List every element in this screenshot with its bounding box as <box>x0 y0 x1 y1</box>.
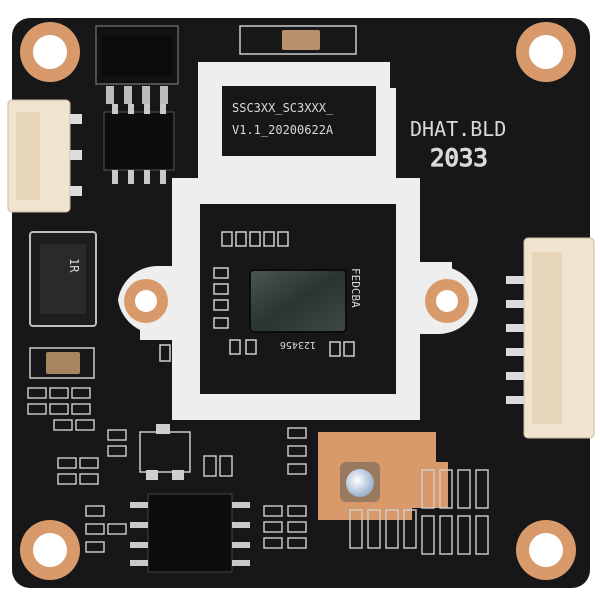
mounting-hole-top-right <box>516 22 576 82</box>
so8-chip-lower <box>130 493 250 573</box>
mounting-hole-bottom-left <box>20 520 80 580</box>
firmware-label: SSC3XX_SC3XXX_ <box>232 101 334 115</box>
version-label: V1.1_20200622A <box>232 123 334 137</box>
mounting-hole-left <box>118 265 180 335</box>
mounting-hole-right <box>416 265 478 335</box>
copper-pad <box>318 432 448 520</box>
chip-pin-label-bottom: 123456 <box>280 339 316 350</box>
connector-right <box>506 237 595 439</box>
power-inductor: 1R <box>29 231 97 327</box>
sensor-passives <box>159 231 355 362</box>
passive-cluster-left <box>27 387 127 485</box>
inductor-label: 1R <box>67 258 81 273</box>
connector-left <box>7 99 82 213</box>
so8-chip-upper <box>103 104 175 184</box>
top-ic <box>95 25 179 104</box>
mounting-hole-bottom-right <box>516 520 576 580</box>
mounting-hole-top-left <box>20 22 80 82</box>
lens-mount-silkscreen <box>140 62 452 420</box>
maker-label: DHAT.BLD <box>410 117 506 141</box>
left-capacitor <box>29 347 95 379</box>
batch-label: 2033 <box>430 144 488 172</box>
passive-cluster-right <box>85 427 489 555</box>
image-sensor-chip <box>249 269 347 333</box>
chip-pin-label-right: FEDCBA <box>349 268 362 308</box>
transistor <box>139 424 191 480</box>
top-capacitor <box>239 25 357 55</box>
